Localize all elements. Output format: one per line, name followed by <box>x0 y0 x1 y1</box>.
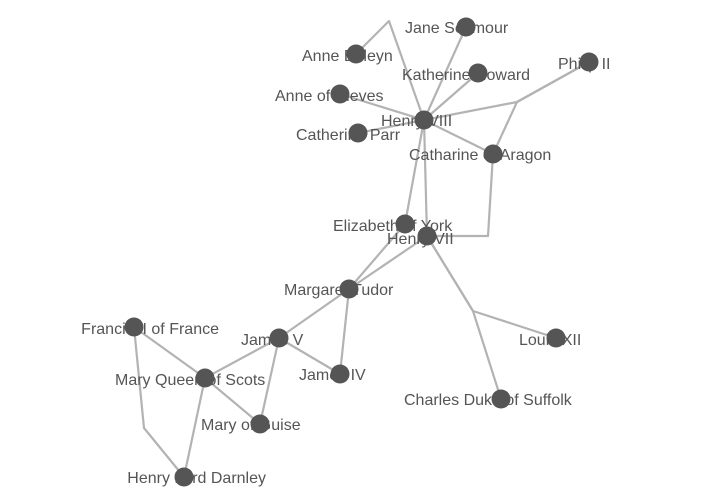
link-mary_scots-henry_darnley <box>182 376 207 479</box>
link-elizabeth_york-margaret_tudor <box>347 222 407 291</box>
link-henry_vii-charles_suffolk <box>425 234 503 401</box>
node-label-anne_cleves: Anne of Cleves <box>275 88 384 105</box>
node-label-margaret_tudor: Margaret Tudor <box>284 282 394 299</box>
node-label-catharine_aragon: Catharine of Aragon <box>409 147 551 164</box>
node-philip[interactable] <box>579 52 599 72</box>
link-henry_viii-catherine_parr <box>356 118 426 135</box>
link-margaret_tudor-james_iv <box>338 287 351 376</box>
link-henry_vii-catharine_aragon <box>425 152 495 238</box>
link-mary_scots-francis_ii <box>132 325 207 380</box>
node-catherine_parr[interactable] <box>348 123 368 143</box>
link-james_v-mary_guise <box>258 336 281 426</box>
node-mary_guise[interactable] <box>250 414 270 434</box>
link-francis_ii-henry_darnley <box>132 325 186 479</box>
node-charles_suffolk[interactable] <box>491 389 511 409</box>
node-label-henry_darnley: Henry Lord Darnley <box>127 470 266 487</box>
node-elizabeth_york[interactable] <box>395 214 415 234</box>
link-henry_vii-margaret_tudor <box>347 234 429 291</box>
link-mary_scots-mary_guise <box>203 376 262 426</box>
link-henry_viii-henry_vii <box>422 118 429 238</box>
link-henry_viii-katherine_howard <box>422 71 480 122</box>
node-mary_scots[interactable] <box>195 368 215 388</box>
node-henry_vii[interactable] <box>417 226 437 246</box>
node-james_iv[interactable] <box>330 364 350 384</box>
node-anne_boleyn[interactable] <box>346 44 366 64</box>
link-james_iv-james_v <box>277 336 342 376</box>
link-catharine_aragon-philip <box>491 60 591 156</box>
link-henry_viii-elizabeth_york <box>403 118 426 226</box>
link-henry_viii-catharine_aragon <box>422 118 495 156</box>
link-henry_viii-jane_seymour <box>422 25 468 122</box>
node-label-francis_ii: Francis II of France <box>81 321 219 338</box>
links-layer <box>132 19 591 479</box>
node-label-charles_suffolk: Charles Duke of Suffolk <box>404 392 573 409</box>
node-louis_xii[interactable] <box>546 328 566 348</box>
node-label-mary_scots: Mary Queen of Scots <box>115 372 265 389</box>
node-label-katherine_howard: Katherine Howard <box>402 67 530 84</box>
link-henry_viii-anne_boleyn <box>354 19 426 122</box>
nodes-layer <box>124 17 599 487</box>
link-henry_viii-anne_cleves <box>338 92 426 122</box>
link-margaret_tudor-james_v <box>277 287 351 340</box>
node-henry_darnley[interactable] <box>174 467 194 487</box>
node-james_v[interactable] <box>269 328 289 348</box>
link-james_v-mary_scots <box>203 336 281 380</box>
node-katherine_howard[interactable] <box>468 63 488 83</box>
node-henry_viii[interactable] <box>414 110 434 130</box>
node-anne_cleves[interactable] <box>330 84 350 104</box>
link-henry_vii-louis_xii <box>425 234 558 340</box>
node-label-catherine_parr: Catherine Parr <box>296 127 401 144</box>
node-catharine_aragon[interactable] <box>483 144 503 164</box>
node-francis_ii[interactable] <box>124 317 144 337</box>
node-margaret_tudor[interactable] <box>339 279 359 299</box>
node-jane_seymour[interactable] <box>456 17 476 37</box>
